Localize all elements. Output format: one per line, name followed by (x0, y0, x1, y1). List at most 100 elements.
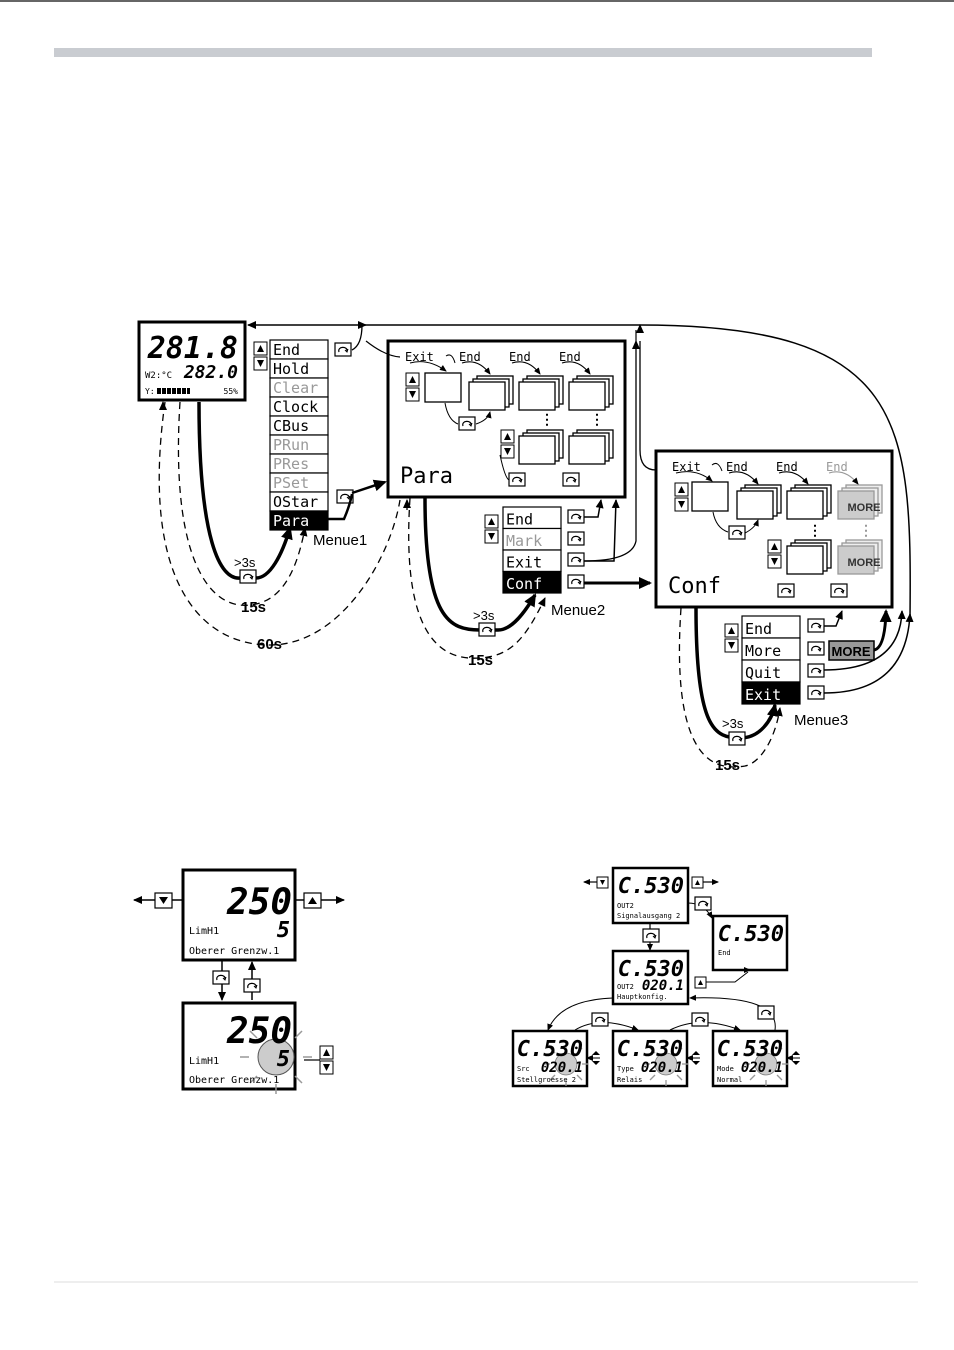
timer-loop-icon-2[interactable] (478, 622, 496, 637)
para-box: Para Exit End End End ⋮ ⋮ (386, 339, 627, 499)
cfg-loop-icon-b[interactable] (691, 1012, 709, 1027)
conf-loop-icon-2[interactable] (777, 583, 795, 598)
menue2-mark-loop-icon[interactable] (567, 531, 585, 546)
menue3-exit-loop-icon[interactable] (807, 685, 825, 700)
timer-labels: >3s 15s 60s >3s 15s >3s 15s (234, 555, 746, 774)
timer-3s-2: >3s (473, 608, 495, 623)
para-end-label-2: End (509, 350, 531, 364)
menue1-item-para[interactable]: Para (269, 510, 329, 531)
conf-dots-1: ⋮ (808, 522, 822, 538)
menue1-item-label: Clock (273, 398, 318, 416)
menue2-item-mark[interactable]: Mark (502, 527, 562, 551)
cfg-display-top (611, 866, 690, 925)
limit-value-top: 250 (226, 882, 292, 923)
timer-loop-icon-1[interactable] (239, 569, 257, 584)
cfg-mid-desc: Hauptkonfig. (617, 993, 668, 1001)
para-start-box (424, 372, 462, 403)
conf-loop-icon-3[interactable] (830, 583, 848, 598)
menue1-item-clear[interactable]: Clear (269, 377, 329, 398)
w2-value: 282.0 (183, 362, 238, 383)
menue2-end-loop-icon[interactable] (567, 509, 585, 524)
cfg-code-bottom: C.530 (517, 1037, 583, 1062)
para-loop-icon-2[interactable] (508, 472, 526, 487)
header-bar (54, 48, 872, 57)
menue3-item-end[interactable]: End (741, 615, 801, 639)
timer-15s-1: 15s (241, 599, 266, 616)
menue2-conf-loop-icon[interactable] (567, 574, 585, 589)
menue1-item-hold[interactable]: Hold (269, 358, 329, 379)
menue3-item-quit[interactable]: Quit (741, 659, 801, 683)
menue3-item-more[interactable]: More (741, 637, 801, 661)
limit-param-top: LimH1 (189, 926, 219, 937)
menue2-updown-icon[interactable] (484, 514, 499, 544)
limit-desc-top: Oberer Grenzw.1 (189, 946, 279, 957)
limit-blink-highlight (257, 1038, 295, 1076)
cfg-down-loop-icon[interactable] (642, 928, 660, 943)
conf-more-label-1: MORE (848, 502, 881, 514)
menue2-item-end[interactable]: End (502, 506, 562, 530)
menue3-item-label: End (745, 620, 772, 638)
limit-blink-rays (240, 1020, 312, 1094)
cfg-loop-icon-c[interactable] (757, 1005, 775, 1020)
menue1-item-pres[interactable]: PRes (269, 453, 329, 474)
limit-edit-updown-icon[interactable] (319, 1045, 334, 1075)
menue1-item-cbus[interactable]: CBus (269, 415, 329, 436)
para-group-3 (568, 375, 614, 411)
menue2-item-conf[interactable]: Conf (502, 570, 562, 594)
cfg-bottom-updown-icon[interactable] (592, 1051, 600, 1065)
cfg-bottom-updown-icon[interactable] (692, 1051, 700, 1065)
menue3-more-badge-label: MORE (832, 644, 871, 659)
limit-value-edit: 250 (226, 1011, 292, 1052)
conf-title: Conf (668, 574, 721, 599)
menue1-item-ostar[interactable]: OStar (269, 491, 329, 512)
y-label: Y: (145, 387, 155, 396)
timer-15s-3: 15s (715, 757, 740, 774)
menue1-item-end[interactable]: End (269, 339, 329, 360)
menue1-end-loop-icon[interactable] (334, 342, 352, 357)
limit-display-top (181, 868, 297, 962)
conf-exit-label: Exit (672, 460, 701, 474)
conf-loop-icon-1[interactable] (728, 525, 746, 540)
menue2-item-label: Conf (506, 575, 542, 593)
menue2-caption: Menue2 (551, 602, 605, 619)
menue3-updown-icon[interactable] (724, 623, 739, 653)
timer-loop-icon-3[interactable] (728, 731, 746, 746)
menue3-item-exit[interactable]: Exit (741, 681, 801, 705)
cfg-blink-highlight (654, 1052, 678, 1076)
y-bargraph (157, 388, 190, 394)
timer-3s-1: >3s (234, 555, 256, 570)
cfg-bottom-name: Type (617, 1065, 634, 1073)
menue1-item-label: PRes (273, 455, 309, 473)
menue3-item-label: Exit (745, 686, 781, 704)
menue2-exit-loop-icon[interactable] (567, 552, 585, 567)
conf-more-label-2: MORE (848, 557, 881, 569)
para-exit-label: Exit (405, 350, 434, 364)
menue3-end-loop-icon[interactable] (807, 618, 825, 633)
limit-desc-edit: Oberer Grenzw.1 (189, 1075, 279, 1086)
conf-end-label-3: End (826, 460, 848, 474)
para-loop-icon-3[interactable] (562, 472, 580, 487)
menue1-item-label: CBus (273, 417, 309, 435)
cfg-bottom-value: 020.1 (541, 1060, 583, 1076)
menue1-item-prun[interactable]: PRun (269, 434, 329, 455)
cfg-code-bottom: C.530 (717, 1037, 783, 1062)
cfg-loop-icon-a[interactable] (591, 1012, 609, 1027)
menue1-item-label: PRun (273, 436, 309, 454)
menue3-more-loop-icon[interactable] (807, 641, 825, 656)
menue1-updown-icon[interactable] (253, 341, 268, 371)
menue2-item-exit[interactable]: Exit (502, 549, 562, 573)
cfg-bottom-value: 020.1 (641, 1060, 683, 1076)
cfg-code-top: C.530 (618, 874, 684, 899)
cfg-top-loop-icon[interactable] (694, 896, 712, 911)
para-loop-icon-1[interactable] (458, 416, 476, 431)
limit-loop-icon-up[interactable] (243, 978, 261, 993)
menue3-quit-loop-icon[interactable] (807, 663, 825, 678)
cfg-mid-name: OUT2 (617, 983, 634, 991)
cfg-display-mid (611, 949, 690, 1006)
cfg-bottom-updown-icon[interactable] (792, 1051, 800, 1065)
menue1-item-pset[interactable]: PSet (269, 472, 329, 493)
limit-loop-icon-down[interactable] (212, 970, 230, 985)
menue1-item-clock[interactable]: Clock (269, 396, 329, 417)
